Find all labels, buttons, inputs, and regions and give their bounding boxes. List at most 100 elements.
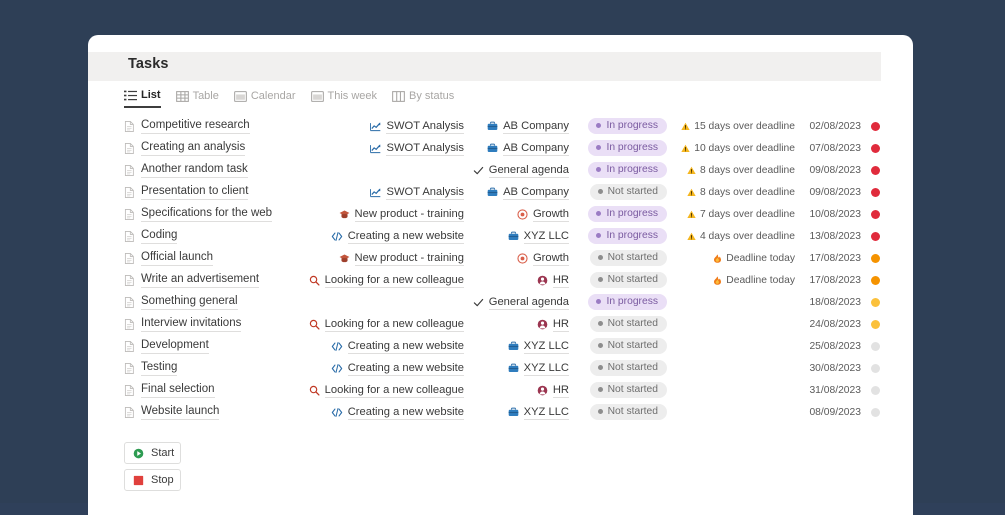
status-badge[interactable]: Not started (589, 184, 667, 200)
status-cell[interactable]: In progress (569, 118, 667, 134)
project-cell[interactable]: Looking for a new colleague (284, 383, 464, 398)
table-row[interactable]: Presentation to client SWOT Analysis AB … (88, 181, 913, 203)
client-cell[interactable]: Growth (464, 207, 569, 222)
status-cell[interactable]: In progress (569, 294, 667, 310)
task-name[interactable]: Website launch (141, 404, 220, 420)
status-badge[interactable]: Not started (589, 316, 667, 332)
client-cell[interactable]: XYZ LLC (464, 405, 569, 420)
tab-calendar[interactable]: Calendar (233, 86, 296, 108)
table-row[interactable]: Competitive research SWOT Analysis AB Co… (88, 115, 913, 137)
table-row[interactable]: Website launch Creating a new website XY… (88, 401, 913, 423)
task-cell[interactable]: Development (124, 335, 209, 357)
task-name[interactable]: Creating an analysis (141, 140, 246, 156)
task-cell[interactable]: Write an advertisement (124, 269, 260, 291)
task-cell[interactable]: Official launch (124, 247, 214, 269)
client-cell[interactable]: XYZ LLC (464, 339, 569, 354)
table-row[interactable]: Creating an analysis SWOT Analysis AB Co… (88, 137, 913, 159)
task-cell[interactable]: Competitive research (124, 115, 250, 137)
client-cell[interactable]: HR (464, 273, 569, 288)
status-cell[interactable]: Not started (569, 316, 667, 332)
table-row[interactable]: Final selection Looking for a new collea… (88, 379, 913, 401)
status-badge[interactable]: In progress (588, 294, 667, 310)
table-row[interactable]: Development Creating a new website XYZ L… (88, 335, 913, 357)
project-cell[interactable]: Creating a new website (284, 229, 464, 244)
status-badge[interactable]: In progress (588, 228, 667, 244)
status-badge[interactable]: Not started (589, 338, 667, 354)
project-cell[interactable]: Creating a new website (284, 361, 464, 376)
task-name[interactable]: Specifications for the web (141, 206, 273, 222)
tab-this-week[interactable]: This week (310, 86, 377, 108)
project-cell[interactable]: SWOT Analysis (284, 141, 464, 156)
task-cell[interactable]: Website launch (124, 401, 220, 423)
tab-table[interactable]: Table (175, 86, 219, 108)
table-row[interactable]: Something general General agenda In prog… (88, 291, 913, 313)
status-cell[interactable]: Not started (569, 382, 667, 398)
status-badge[interactable]: In progress (588, 206, 667, 222)
client-cell[interactable]: XYZ LLC (464, 229, 569, 244)
client-cell[interactable]: AB Company (464, 185, 569, 200)
task-name[interactable]: Presentation to client (141, 184, 249, 200)
start-button[interactable]: Start (124, 442, 181, 464)
task-cell[interactable]: Interview invitations (124, 313, 242, 335)
task-name[interactable]: Interview invitations (141, 316, 242, 332)
task-cell[interactable]: Something general (124, 291, 238, 313)
client-cell[interactable]: HR (464, 317, 569, 332)
project-cell[interactable]: New product - training (284, 207, 464, 222)
table-row[interactable]: Specifications for the web New product -… (88, 203, 913, 225)
project-cell[interactable]: Creating a new website (284, 339, 464, 354)
task-cell[interactable]: Final selection (124, 379, 215, 401)
table-row[interactable]: Testing Creating a new website XYZ LLC N… (88, 357, 913, 379)
project-cell[interactable]: Looking for a new colleague (284, 273, 464, 288)
stop-button[interactable]: Stop (124, 469, 181, 491)
status-cell[interactable]: Not started (569, 338, 667, 354)
client-cell[interactable]: General agenda (464, 295, 569, 310)
client-cell[interactable]: HR (464, 383, 569, 398)
table-row[interactable]: Coding Creating a new website XYZ LLC In… (88, 225, 913, 247)
task-name[interactable]: Testing (141, 360, 178, 376)
project-cell[interactable]: SWOT Analysis (284, 119, 464, 134)
status-badge[interactable]: In progress (588, 140, 667, 156)
task-cell[interactable]: Creating an analysis (124, 137, 246, 159)
task-name[interactable]: Coding (141, 228, 178, 244)
status-badge[interactable]: Not started (589, 360, 667, 376)
status-cell[interactable]: Not started (569, 184, 667, 200)
status-cell[interactable]: In progress (569, 140, 667, 156)
table-row[interactable]: Another random task General agenda In pr… (88, 159, 913, 181)
project-cell[interactable]: Creating a new website (284, 405, 464, 420)
client-cell[interactable]: AB Company (464, 141, 569, 156)
status-cell[interactable]: In progress (569, 162, 667, 178)
task-name[interactable]: Something general (141, 294, 238, 310)
project-cell[interactable]: SWOT Analysis (284, 185, 464, 200)
table-row[interactable]: Interview invitations Looking for a new … (88, 313, 913, 335)
task-name[interactable]: Final selection (141, 382, 215, 398)
client-cell[interactable]: AB Company (464, 119, 569, 134)
task-cell[interactable]: Testing (124, 357, 178, 379)
client-cell[interactable]: General agenda (464, 163, 569, 178)
status-cell[interactable]: In progress (569, 206, 667, 222)
tab-list[interactable]: List (124, 86, 161, 108)
task-cell[interactable]: Another random task (124, 159, 248, 181)
status-cell[interactable]: Not started (569, 272, 667, 288)
task-name[interactable]: Development (141, 338, 209, 354)
client-cell[interactable]: XYZ LLC (464, 361, 569, 376)
table-row[interactable]: Official launch New product - training G… (88, 247, 913, 269)
client-cell[interactable]: Growth (464, 251, 569, 266)
project-cell[interactable]: Looking for a new colleague (284, 317, 464, 332)
task-name[interactable]: Write an advertisement (141, 272, 260, 288)
status-cell[interactable]: Not started (569, 360, 667, 376)
status-badge[interactable]: Not started (589, 404, 667, 420)
project-cell[interactable]: New product - training (284, 251, 464, 266)
status-cell[interactable]: Not started (569, 404, 667, 420)
tab-by-status[interactable]: By status (392, 86, 454, 108)
status-badge[interactable]: Not started (589, 382, 667, 398)
status-cell[interactable]: Not started (569, 250, 667, 266)
task-name[interactable]: Another random task (141, 162, 248, 178)
status-badge[interactable]: Not started (589, 250, 667, 266)
task-cell[interactable]: Presentation to client (124, 181, 249, 203)
task-name[interactable]: Official launch (141, 250, 214, 266)
table-row[interactable]: Write an advertisement Looking for a new… (88, 269, 913, 291)
status-cell[interactable]: In progress (569, 228, 667, 244)
status-badge[interactable]: In progress (588, 162, 667, 178)
task-cell[interactable]: Specifications for the web (124, 203, 273, 225)
status-badge[interactable]: In progress (588, 118, 667, 134)
